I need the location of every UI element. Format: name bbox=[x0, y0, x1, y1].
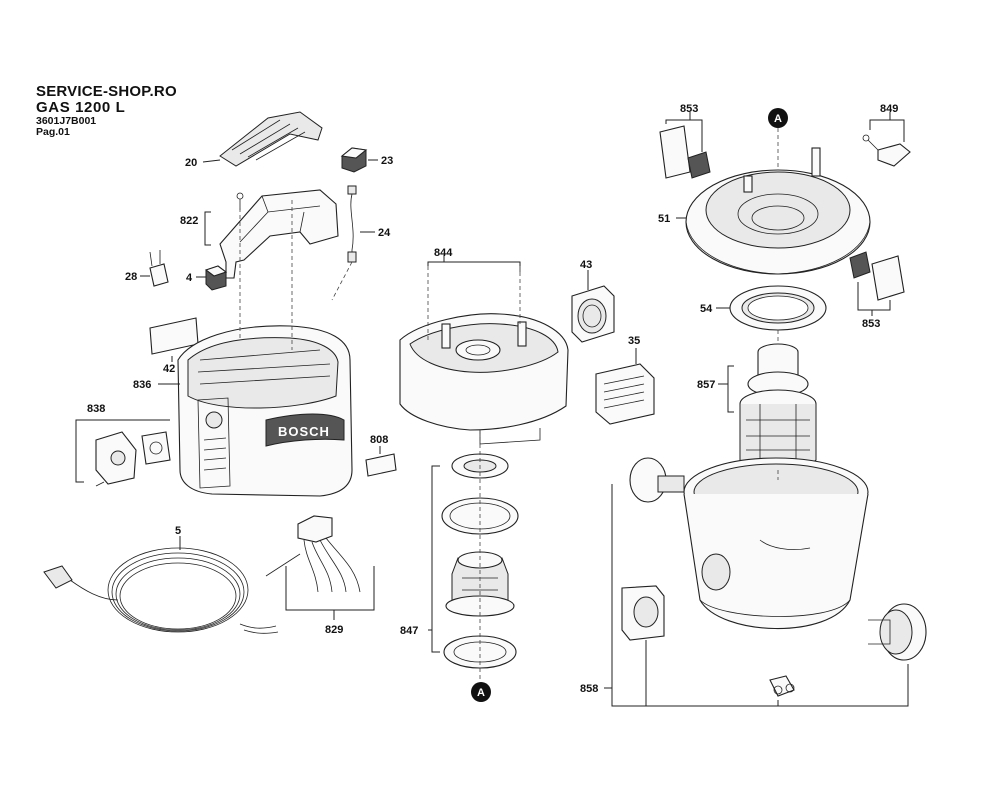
part-clip bbox=[862, 134, 911, 167]
part-filter-grille bbox=[595, 363, 655, 425]
leader-853-top-bracket bbox=[665, 119, 703, 152]
part-power-cord bbox=[43, 547, 279, 634]
label-4: 4 bbox=[186, 272, 193, 284]
label-829: 829 bbox=[325, 624, 343, 636]
reference-marker-a-bottom: A bbox=[471, 682, 491, 702]
part-switch-cap bbox=[340, 147, 368, 173]
part-contact-clip bbox=[149, 250, 169, 287]
label-853-top: 853 bbox=[680, 103, 698, 115]
shop-name: SERVICE-SHOP.RO bbox=[36, 83, 177, 100]
marker-a-bottom-text: A bbox=[477, 687, 485, 699]
leader-844-bracket bbox=[427, 261, 521, 266]
page-label: Pag.01 bbox=[36, 125, 70, 138]
part-handle-grip bbox=[219, 111, 323, 167]
label-24: 24 bbox=[378, 227, 391, 239]
label-35: 35 bbox=[628, 335, 640, 347]
model-name: GAS 1200 L bbox=[36, 98, 126, 116]
title-block: SERVICE-SHOP.RO GAS 1200 L 3601J7B001 Pa… bbox=[36, 84, 177, 138]
label-43: 43 bbox=[580, 259, 592, 271]
part-switch bbox=[204, 265, 228, 291]
part-switch-rod bbox=[347, 185, 357, 263]
part-number: 3601J7B001 bbox=[36, 114, 97, 127]
part-power-socket bbox=[95, 431, 171, 487]
label-42: 42 bbox=[163, 363, 175, 375]
leader-847-bracket bbox=[431, 465, 440, 653]
leader-858-bracket bbox=[611, 484, 909, 707]
label-28: 28 bbox=[125, 271, 137, 283]
part-motor-housing: BOSCH bbox=[177, 325, 353, 497]
label-849: 849 bbox=[880, 103, 898, 115]
label-844: 844 bbox=[434, 247, 453, 259]
label-822: 822 bbox=[180, 215, 198, 227]
label-838: 838 bbox=[87, 403, 105, 415]
brand-logo-text: BOSCH bbox=[278, 424, 330, 439]
label-857: 857 bbox=[697, 379, 715, 391]
leader-829-bracket bbox=[285, 566, 375, 611]
part-lid bbox=[685, 147, 871, 275]
label-5: 5 bbox=[175, 525, 181, 537]
part-handle-frame bbox=[219, 189, 339, 279]
label-836: 836 bbox=[133, 379, 151, 391]
label-853-bottom: 853 bbox=[862, 318, 880, 330]
label-847: 847 bbox=[400, 625, 418, 637]
leader-849-bracket bbox=[869, 119, 905, 142]
label-808: 808 bbox=[370, 434, 388, 446]
leader-20 bbox=[202, 159, 221, 163]
leader-838-bracket bbox=[75, 419, 84, 483]
part-outlet-adapter bbox=[571, 285, 615, 343]
leader-822-bracket bbox=[204, 211, 211, 246]
leader-853-bottom-bracket bbox=[857, 282, 891, 311]
assembly-line bbox=[331, 261, 353, 301]
label-20: 20 bbox=[185, 157, 197, 169]
part-filter-cage bbox=[739, 343, 817, 470]
part-label-808 bbox=[365, 453, 397, 477]
label-23: 23 bbox=[381, 155, 393, 167]
label-51: 51 bbox=[658, 213, 670, 225]
part-motor-mount bbox=[399, 313, 569, 445]
part-tank bbox=[621, 457, 927, 697]
part-latch-plate-bottom bbox=[849, 251, 905, 301]
leader-857-bracket bbox=[727, 365, 734, 413]
label-858: 858 bbox=[580, 683, 598, 695]
reference-marker-a-top: A bbox=[768, 108, 788, 128]
part-seal-ring bbox=[729, 285, 827, 331]
part-wiring-harness bbox=[265, 515, 361, 593]
label-54: 54 bbox=[700, 303, 713, 315]
marker-a-top-text: A bbox=[774, 113, 782, 125]
part-latch-plate-top bbox=[659, 125, 711, 179]
